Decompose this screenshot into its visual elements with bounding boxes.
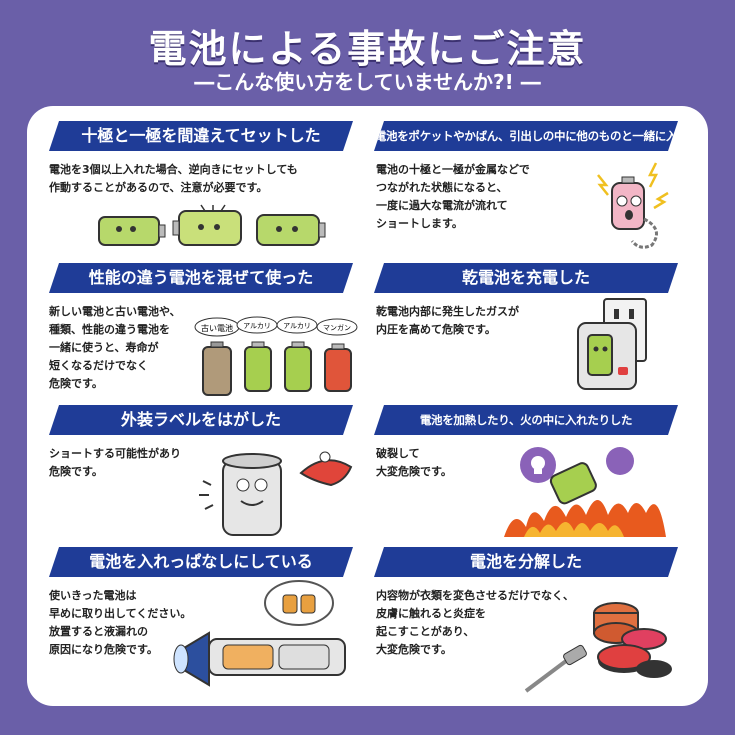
card-title: 電池を加熱したり、火の中に入れたりした [374,405,678,435]
card-text: 破裂して 大変危険です。 [376,447,452,478]
battery-alkaline-2: アルカリ [276,316,318,392]
card-title: 電池を入れっぱなしにしている [49,547,353,577]
card-heating: 電池を加熱したり、火の中に入れたりした 破裂して 大変危険です。 [374,405,684,537]
card-text: 使いきった電池は 早めに取り出してください。 放置すると液漏れの 原因になり危険… [49,589,192,656]
card-title: 乾電池を充電した [374,263,678,293]
card-title: 電池をポケットやかばん、引出しの中に他のものと一緒に入れた [374,121,678,151]
disassembled-battery-illustration [524,602,672,693]
charger-illustration [577,298,647,390]
content-panel: 十極と一極を間違えてセットした 電池を3個以上入れた場合、逆向きにセットしても … [27,106,708,706]
battery-label: アルカリ [283,322,311,330]
flashlight-illustration [173,580,346,687]
shorted-battery-illustration [597,162,669,249]
card-metal-contact: 電池をポケットやかばん、引出しの中に他のものと一緒に入れた 電池の十極と一極が金… [374,121,684,253]
reversed-batteries-illustration [98,204,326,246]
battery-alkaline-1: アルカリ [236,316,278,392]
mixed-batteries-illustration: 古い電池 アルカリ アルカリ マンガン [194,316,358,396]
battery-manganese: マンガン [316,318,358,392]
card-text: 乾電池内部に発生したガスが 内圧を高めて危険です。 [376,305,519,336]
unlabeled-battery-illustration [199,451,353,536]
card-text: 電池の十極と一極が金属などで つながれた状態になると、 一度に過大な電流が流れて… [376,163,530,230]
card-disassembled: 電池を分解した 内容物が衣類を変色させるだけでなく、 皮膚に触れると炎症を 起こ… [374,547,684,693]
battery-old: 古い電池 [194,317,240,396]
card-title: 性能の違う電池を混ぜて使った [49,263,353,293]
page-subtitle: ―こんな使い方をしていませんか?! ― [194,70,541,94]
card-reversed-polarity: 十極と一極を間違えてセットした 電池を3個以上入れた場合、逆向きにセットしても … [49,121,359,253]
card-title: 電池を分解した [374,547,678,577]
card-text: ショートする可能性があり 危険です。 [49,447,181,478]
card-text: 電池を3個以上入れた場合、逆向きにセットしても 作動することがあるので、注意が必… [49,163,298,194]
battery-label: マンガン [323,323,351,332]
card-label-removed: 外装ラベルをはがした ショートする可能性があり 危険です。 [49,405,359,537]
card-text: 新しい電池と古い電池や、 種類、性能の違う電池を 一緒に使うと、寿命が 短くなる… [49,305,181,390]
battery-label: アルカリ [243,322,271,330]
card-title: 十極と一極を間違えてセットした [49,121,353,151]
card-title: 外装ラベルをはがした [49,405,353,435]
card-text: 内容物が衣類を変色させるだけでなく、 皮膚に触れると炎症を 起こすことがあり、 … [376,589,574,656]
page-title: 電池による事故にご注意 [148,27,587,71]
card-charging: 乾電池を充電した 乾電池内部に発生したガスが 内圧を高めて危険です。 [374,263,684,395]
card-left-inside: 電池を入れっぱなしにしている 使いきった電池は 早めに取り出してください。 放置… [49,547,359,687]
battery-in-fire-illustration [504,447,666,537]
card-mixed-batteries: 性能の違う電池を混ぜて使った 新しい電池と古い電池や、 種類、性能の違う電池を … [49,263,359,396]
battery-label: 古い電池 [201,323,233,333]
